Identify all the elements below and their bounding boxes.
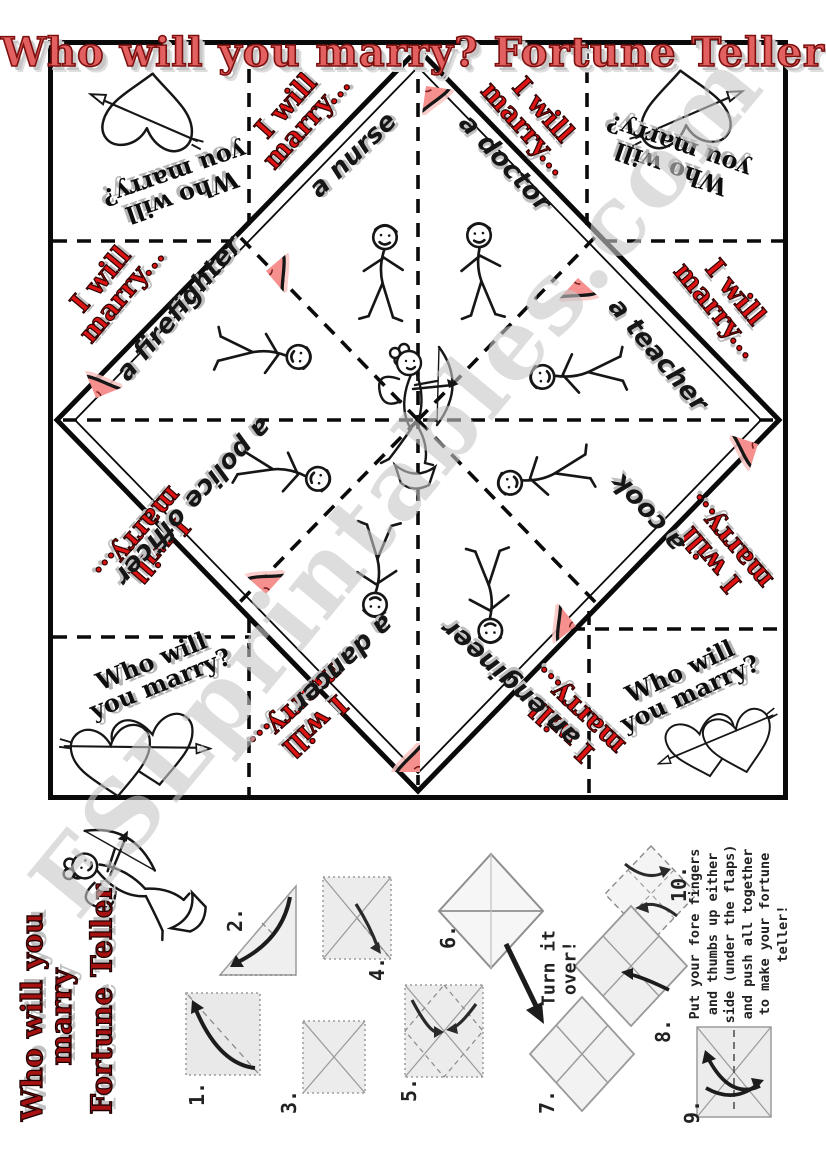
fold-step-3-diagram	[302, 1020, 366, 1094]
fortune-teller-template: Who will you marry? Who will you marry? …	[48, 40, 788, 800]
fold-step-9-diagram	[696, 1026, 772, 1118]
fold-step-5-diagram	[404, 984, 484, 1078]
step-number: 3.	[277, 1089, 301, 1115]
nurse-illustration	[349, 220, 416, 329]
fold-step-1-diagram	[185, 992, 261, 1076]
fold-step-4-diagram	[322, 876, 392, 960]
step-number: 8.	[651, 1018, 675, 1044]
final-instruction-note: Put your fore fingers and thumbs up eith…	[687, 844, 791, 1024]
step-number: 5.	[397, 1077, 421, 1103]
fold-step-2-diagram	[218, 883, 297, 976]
step-number: 7.	[535, 1089, 559, 1115]
step-number: 1.	[185, 1081, 209, 1107]
step-number: 4.	[365, 956, 389, 982]
page-title: Who will you marry? Fortune Teller	[0, 28, 825, 77]
turn-over-note: Turn it over!	[538, 930, 580, 1006]
fold-lines	[53, 45, 783, 795]
step-number: 9.	[680, 1099, 704, 1125]
step-number: 6.	[436, 924, 460, 950]
fold-step-8-diagram	[573, 844, 698, 1028]
firefighter-illustration	[205, 317, 317, 390]
fold-step-7-diagram	[528, 995, 636, 1113]
turn-over-arrow-icon	[503, 942, 544, 1024]
fold-step-6-diagram	[437, 852, 545, 970]
heart-icon	[391, 743, 449, 801]
step-number: 2.	[223, 907, 247, 933]
